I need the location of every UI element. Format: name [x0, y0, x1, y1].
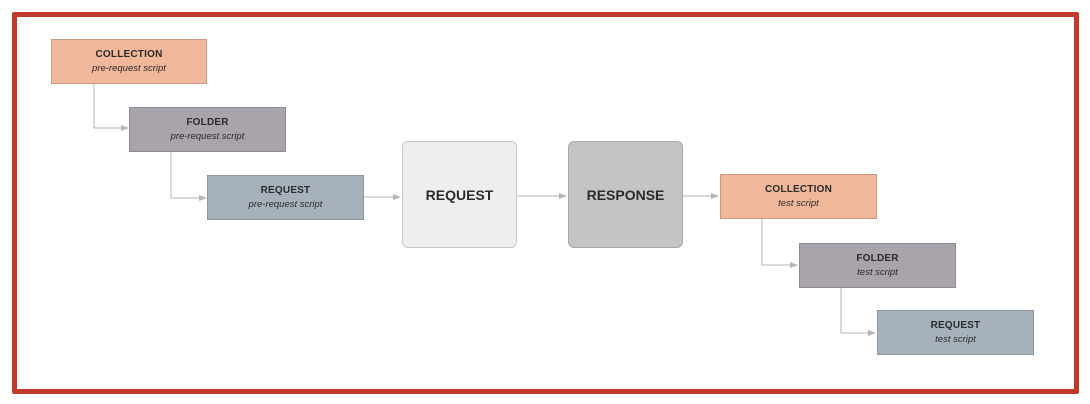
- arrow-collection-to-folder-pre: [93, 84, 129, 131]
- pre-request-folder-box: FOLDER pre-request script: [129, 107, 286, 152]
- pre-request-folder-title: FOLDER: [186, 117, 229, 128]
- arrow-folder-to-request-test: [840, 288, 876, 336]
- test-collection-subtitle: test script: [778, 198, 819, 209]
- main-response-label: RESPONSE: [586, 186, 665, 203]
- arrow-collection-to-folder-test: [761, 219, 798, 268]
- test-request-box: REQUEST test script: [877, 310, 1034, 355]
- test-collection-box: COLLECTION test script: [720, 174, 877, 219]
- test-collection-title: COLLECTION: [765, 184, 832, 195]
- test-folder-box: FOLDER test script: [799, 243, 956, 288]
- pre-request-request-subtitle: pre-request script: [248, 199, 323, 210]
- test-folder-subtitle: test script: [857, 267, 898, 278]
- test-request-title: REQUEST: [930, 320, 981, 331]
- main-request-label: REQUEST: [425, 186, 494, 203]
- pre-request-request-box: REQUEST pre-request script: [207, 175, 364, 220]
- pre-request-request-title: REQUEST: [260, 185, 311, 196]
- test-request-subtitle: test script: [935, 334, 976, 345]
- test-folder-title: FOLDER: [856, 253, 899, 264]
- pre-request-folder-subtitle: pre-request script: [170, 131, 245, 142]
- main-request-box: REQUEST: [402, 141, 517, 248]
- arrow-folder-to-request-pre: [170, 152, 207, 201]
- pre-request-collection-subtitle: pre-request script: [92, 63, 166, 74]
- pre-request-collection-box: COLLECTION pre-request script: [51, 39, 207, 84]
- pre-request-collection-title: COLLECTION: [95, 49, 163, 60]
- main-response-box: RESPONSE: [568, 141, 683, 248]
